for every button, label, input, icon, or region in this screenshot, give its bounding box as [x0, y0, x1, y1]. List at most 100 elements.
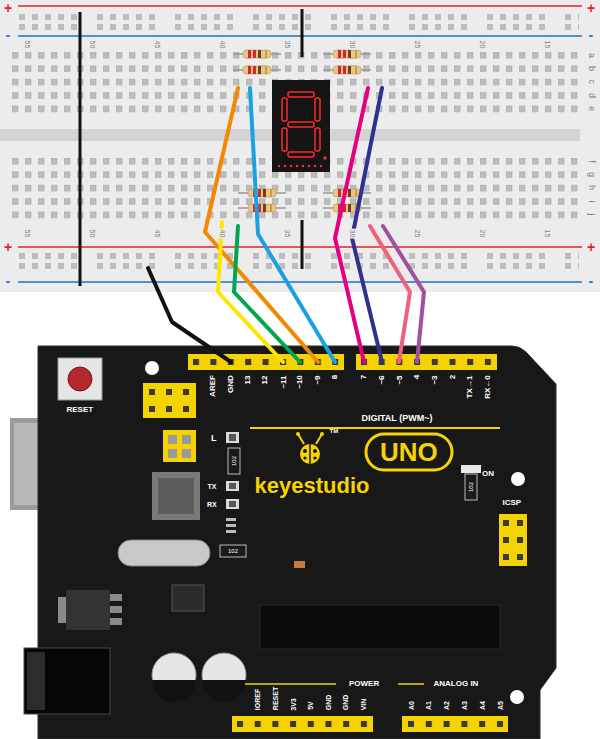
pin-label: A3 [461, 701, 468, 710]
column-number: 50 [89, 39, 96, 49]
seven-segment-display [302, 165, 305, 168]
icsp-header [503, 520, 509, 526]
icsp-header [168, 435, 177, 444]
breadboard [0, 0, 600, 292]
trademark: TM [330, 428, 339, 434]
icsp-header [166, 389, 172, 395]
column-number: 45 [154, 228, 161, 238]
pin-label: ~3 [431, 375, 439, 384]
pin-label: IOREF [254, 689, 261, 710]
icsp-header [168, 449, 177, 458]
pin-header [188, 354, 344, 370]
icsp-header [517, 520, 523, 526]
icsp-header [149, 389, 155, 395]
header-title: POWER [349, 680, 379, 688]
pin-label: ~9 [314, 375, 322, 384]
seven-segment-display [272, 80, 330, 172]
rail-line [18, 5, 582, 7]
header-line [398, 683, 424, 685]
seven-segment-display [315, 128, 320, 151]
rail-sign: - [588, 274, 595, 288]
microcontroller-chip [260, 605, 500, 649]
seven-segment-display [282, 128, 287, 151]
seven-segment-display [288, 152, 314, 157]
led-label: TX [208, 483, 217, 490]
smd-component [220, 432, 481, 568]
column-number: 15 [544, 228, 551, 238]
jumper-wire [335, 88, 368, 362]
pin-label: AREF [209, 375, 217, 397]
pin-label: 7 [360, 375, 368, 379]
column-number: 30 [349, 228, 356, 238]
resistor-symbol [323, 66, 371, 74]
resistor-symbol [270, 189, 272, 197]
column-number: 35 [284, 228, 291, 238]
resistor-symbol [243, 66, 271, 74]
resistor-symbol [348, 189, 351, 197]
rail-line [18, 246, 582, 248]
voltage-regulator [110, 618, 122, 625]
column-number: 55 [24, 39, 31, 49]
rail-line [18, 281, 582, 283]
pin-label: 8 [331, 375, 339, 379]
column-number: 40 [219, 228, 226, 238]
resistor-symbol [258, 189, 261, 197]
resistor-symbol [343, 66, 346, 74]
seven-segment-display [288, 92, 314, 97]
resistor-symbol [233, 50, 281, 58]
voltage-regulator [110, 606, 122, 613]
voltage-regulator [58, 597, 67, 623]
icsp-header [149, 406, 155, 412]
rail-sign: + [3, 240, 13, 254]
resistor-symbol [323, 50, 371, 58]
capacitor [152, 680, 196, 702]
column-number: 55 [24, 228, 31, 238]
column-number: 25 [414, 39, 421, 49]
arduino-board [10, 346, 556, 739]
smd-component [229, 434, 236, 441]
header-title: ICSP [503, 499, 522, 507]
pin-label: ~10 [296, 375, 304, 389]
icsp-header [499, 514, 527, 566]
seven-segment-display [290, 165, 293, 168]
capacitor [202, 680, 246, 702]
brand-logo [300, 444, 320, 464]
smd-component [226, 481, 239, 491]
pin-label: 2 [449, 375, 457, 379]
board-model: UNO [380, 439, 438, 465]
pin-header [188, 354, 344, 370]
resistor-symbol [253, 66, 256, 74]
resistor-symbol [248, 66, 251, 74]
column-number: 20 [479, 39, 486, 49]
icsp-header [182, 435, 191, 444]
smd-code: 102 [468, 482, 474, 492]
smd-component [226, 499, 239, 509]
resistor-symbol [348, 66, 351, 74]
icsp-header [183, 389, 189, 395]
model-badge [366, 434, 452, 470]
microcontroller-chip [158, 478, 194, 514]
pin-label: A0 [407, 701, 414, 710]
smd-component [461, 465, 481, 473]
smd-component [229, 501, 236, 507]
jumper-wire [205, 88, 318, 362]
seven-segment-display [282, 92, 320, 157]
breadboard-body [0, 0, 600, 292]
column-number: 20 [479, 228, 486, 238]
pin-label: 3V3 [290, 698, 297, 710]
reset-button [58, 358, 102, 400]
resistor-symbol [355, 189, 357, 197]
jumper-wire [301, 220, 304, 269]
row-letter: d [587, 92, 596, 99]
icsp-header [517, 554, 523, 560]
smd-component [229, 483, 236, 489]
resistor-symbol [248, 189, 276, 197]
pin-label: 4 [413, 375, 421, 379]
smd-component [220, 545, 246, 557]
seven-segment-display [315, 98, 320, 121]
pin-label: A1 [425, 701, 432, 710]
resistor-symbol [333, 50, 361, 58]
brand-logo [303, 456, 306, 459]
